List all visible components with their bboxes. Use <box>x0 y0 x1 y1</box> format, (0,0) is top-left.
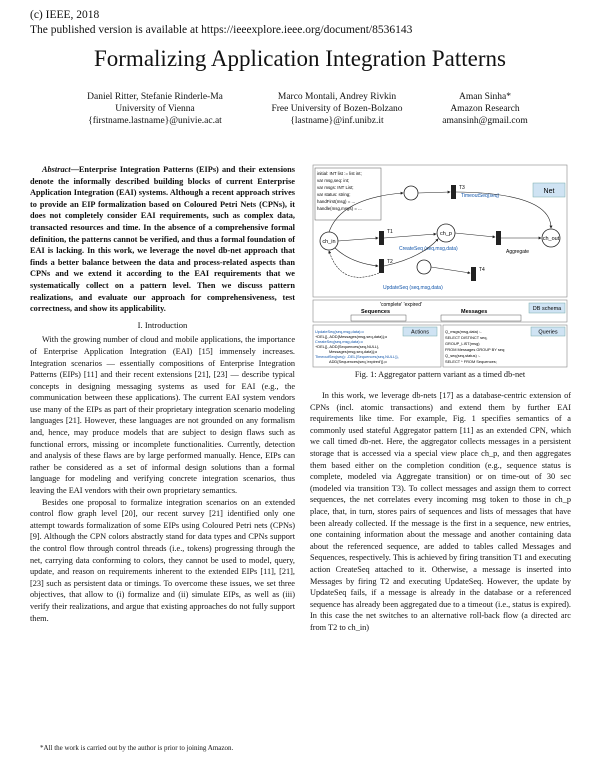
svg-text:GROUP_LIST(msg): GROUP_LIST(msg) <box>445 341 480 346</box>
paper-title: Formalizing Application Integration Patt… <box>93 46 506 71</box>
actions-label: Actions <box>411 330 429 336</box>
declarations-box <box>314 167 382 221</box>
transition-aggregate <box>496 231 501 245</box>
declarations: initial: INT list := list int; var msg,s… <box>317 171 362 211</box>
svg-text:var msgs: INT List;: var msgs: INT List; <box>317 185 354 190</box>
net-label-box <box>532 182 566 198</box>
author-names: Aman Sinha* <box>459 92 511 102</box>
complete-expired-label: 'complete' 'expired' <box>380 302 422 308</box>
paragraph: In this work, we leverage db-nets [17] a… <box>310 391 571 632</box>
copyright-header: (c) IEEE, 2018 The published version is … <box>30 8 412 38</box>
svg-text:T1: T1 <box>387 229 393 235</box>
author-affiliation: University of Vienna <box>115 104 195 114</box>
svg-text:var status: string;: var status: string; <box>317 192 350 197</box>
svg-text:SELECT * FROM Sequences;: SELECT * FROM Sequences; <box>445 359 497 364</box>
createseq-label: CreateSeq (seq,msg,data) <box>399 246 458 252</box>
query-definitions: Q_msgs(msg,data) :- SELECT DISTINCT seq,… <box>445 329 505 364</box>
transition-t4 <box>471 267 476 281</box>
svg-text:ch_in: ch_in <box>322 239 335 245</box>
author-email: {firstname.lastname}@univie.ac.at <box>88 116 222 126</box>
transition-t1 <box>379 231 384 245</box>
svg-text:Messages(msg,seq,data)};o: Messages(msg,seq,data)};o <box>329 349 377 354</box>
left-column: Abstract—Enterprise Integration Patterns… <box>30 164 295 624</box>
author-affiliation: Amazon Research <box>450 104 520 114</box>
svg-text:FROM Messages GROUP BY seq;: FROM Messages GROUP BY seq; <box>445 347 505 352</box>
svg-text:SELECT DISTINCT seq,: SELECT DISTINCT seq, <box>445 335 487 340</box>
author-email: {lastname}@inf.unibz.it <box>290 116 384 126</box>
abstract-text: —Enterprise Integration Patterns (EIPs) … <box>30 165 295 314</box>
svg-text:Q_msgs(msg,data) :-: Q_msgs(msg,data) :- <box>445 329 482 334</box>
svg-text:+DEL{}, ADD{Messages(msg,seq,d: +DEL{}, ADD{Messages(msg,seq,data)};o <box>315 334 387 339</box>
copyright-line: (c) IEEE, 2018 <box>30 9 100 21</box>
db-schema-label: DB schema <box>533 306 562 312</box>
author-names: Marco Montali, Andrey Rivkin <box>277 92 397 102</box>
place-inflight <box>416 259 432 275</box>
svg-text:ch_p: ch_p <box>440 231 452 237</box>
paragraph: Besides one proposal to formalize integr… <box>30 497 295 623</box>
svg-text:initial: INT list := list int;: initial: INT list := list int; <box>317 171 362 176</box>
svg-text:T4: T4 <box>479 267 485 273</box>
footnote: *All the work is carried out by the auth… <box>40 744 234 752</box>
aggregate-label: Aggregate <box>506 249 529 255</box>
place-timer <box>403 185 419 201</box>
author-email: amansinh@gmail.com <box>442 116 528 126</box>
net-label: Net <box>544 188 555 195</box>
timeout-label: TimeoutSeq(seq) <box>461 193 499 199</box>
queries-label: Queries <box>538 330 558 336</box>
messages-table-label: Messages <box>461 309 487 315</box>
paragraph: With the growing number of cloud and mob… <box>30 335 295 496</box>
action-definitions: UpdateSeq(seq,msg,data):o +DEL{}, ADD{Me… <box>315 329 399 364</box>
svg-text:var msg,seq: int;: var msg,seq: int; <box>317 178 349 183</box>
author-block-3: Aman Sinha* Amazon Research amansinh@gma… <box>420 91 550 127</box>
svg-text:ch_out: ch_out <box>543 236 560 242</box>
author-affiliation: Free University of Bozen-Bolzano <box>271 104 403 114</box>
author-block-2: Marco Montali, Andrey Rivkin Free Univer… <box>252 91 422 127</box>
svg-text:UpdateSeq(seq,msg,data):o: UpdateSeq(seq,msg,data):o <box>315 329 364 334</box>
updateseq-label: UpdateSeq (seq,msg,data) <box>383 285 443 291</box>
place-ch-out <box>541 228 561 248</box>
svg-text:handFirst(msg) = ...: handFirst(msg) = ... <box>317 199 355 204</box>
svg-text:Q_seq(seq,status) :-: Q_seq(seq,status) :- <box>445 353 481 358</box>
author-names: Daniel Ritter, Stefanie Rinderle-Ma <box>87 92 223 102</box>
svg-text:CreateSeq(seq,msg,data):o: CreateSeq(seq,msg,data):o <box>315 339 363 344</box>
svg-text:TimeoutSeq(seq): -DEL{Sequence: TimeoutSeq(seq): -DEL{Sequences(seq,NULL… <box>315 354 399 359</box>
author-block-1: Daniel Ritter, Stefanie Rinderle-Ma Univ… <box>55 91 255 127</box>
transition-t3 <box>451 185 456 199</box>
transition-t2 <box>379 259 384 273</box>
figure-diagram: Net initial: INT list := list int; var m… <box>312 164 568 368</box>
sequences-table-label: Sequences <box>361 309 390 315</box>
svg-text:ADD{Sequences(seq,'expired')};: ADD{Sequences(seq,'expired')};o <box>329 359 387 364</box>
abstract: Abstract—Enterprise Integration Patterns… <box>30 164 295 315</box>
svg-text:T3: T3 <box>459 185 465 191</box>
svg-text:handle(msg,msgs) = ...: handle(msg,msgs) = ... <box>317 206 362 211</box>
abstract-label: Abstract <box>42 165 71 174</box>
svg-text:T2: T2 <box>387 259 393 265</box>
figure-aggregator-db-net: Net initial: INT list := list int; var m… <box>311 163 569 368</box>
published-version-line: The published version is available at ht… <box>30 24 413 36</box>
section-heading: I. Introduction <box>137 319 188 330</box>
svg-text:+DEL{}, ADD{Sequences(seq,NULL: +DEL{}, ADD{Sequences(seq,NULL), <box>315 344 379 349</box>
right-column: In this work, we leverage db-nets [17] a… <box>310 390 571 633</box>
figure-caption: Fig. 1: Aggregator pattern variant as a … <box>354 370 526 379</box>
